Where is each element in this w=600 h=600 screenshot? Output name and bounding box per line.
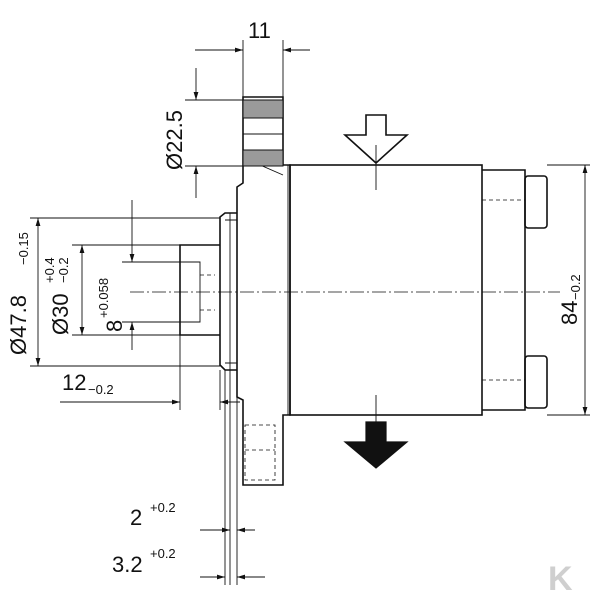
bolt-hole-hatch-top — [242, 99, 284, 119]
dim-shaft-length: 12 — [62, 370, 86, 395]
dim-body-height: 84 — [557, 301, 582, 325]
dim-pilot-step2: 3.2 — [112, 552, 143, 577]
dim-shaft-diameter-tol-lower: −0.2 — [56, 257, 71, 283]
dim-pilot-step-tol: +0.2 — [150, 500, 176, 515]
rear-boss-top — [524, 175, 548, 229]
dim-pilot-diameter: Ø47.8 — [6, 295, 31, 355]
main-housing — [289, 164, 483, 416]
svg-text:K: K — [548, 560, 573, 598]
dimension-labels: 11 Ø22.5 Ø47.8 −0.15 Ø30 +0.4 −0.2 8 +0.… — [6, 18, 583, 577]
dim-pilot-step2-tol: +0.2 — [150, 546, 176, 561]
rear-cover — [482, 169, 526, 411]
bolt-hole-hatch-bottom — [242, 149, 284, 167]
rear-hidden-lines — [482, 199, 525, 381]
dim-key-width: 8 — [102, 320, 127, 332]
dimension-lines — [30, 40, 590, 585]
outlet-arrow-icon — [343, 421, 409, 469]
pilot-ring-edges — [225, 219, 237, 364]
dim-shaft-diameter-tol-upper: +0.4 — [42, 257, 57, 283]
inlet-arrow-icon — [342, 114, 410, 165]
bolt-hole-hidden — [244, 424, 276, 481]
dim-shaft-diameter: Ø30 — [48, 293, 73, 335]
dim-flange-thickness: 11 — [248, 18, 271, 43]
shaft — [179, 244, 220, 336]
brand-logo-icon: K — [548, 560, 573, 598]
pump-body-geometry — [130, 96, 560, 486]
dim-pilot-step: 2 — [130, 505, 142, 530]
shaft-hidden — [200, 274, 215, 311]
dim-shaft-length-tol: −0.2 — [88, 382, 114, 397]
dim-pilot-diameter-tol: −0.15 — [16, 232, 31, 265]
dim-body-height-tol: −0.2 — [568, 274, 583, 300]
pilot-ring — [219, 212, 237, 371]
dim-bolt-hole-diameter: Ø22.5 — [162, 110, 187, 170]
rear-boss-bottom — [524, 355, 548, 409]
shaft-key — [180, 261, 201, 323]
dim-key-width-tol: +0.058 — [96, 278, 111, 318]
